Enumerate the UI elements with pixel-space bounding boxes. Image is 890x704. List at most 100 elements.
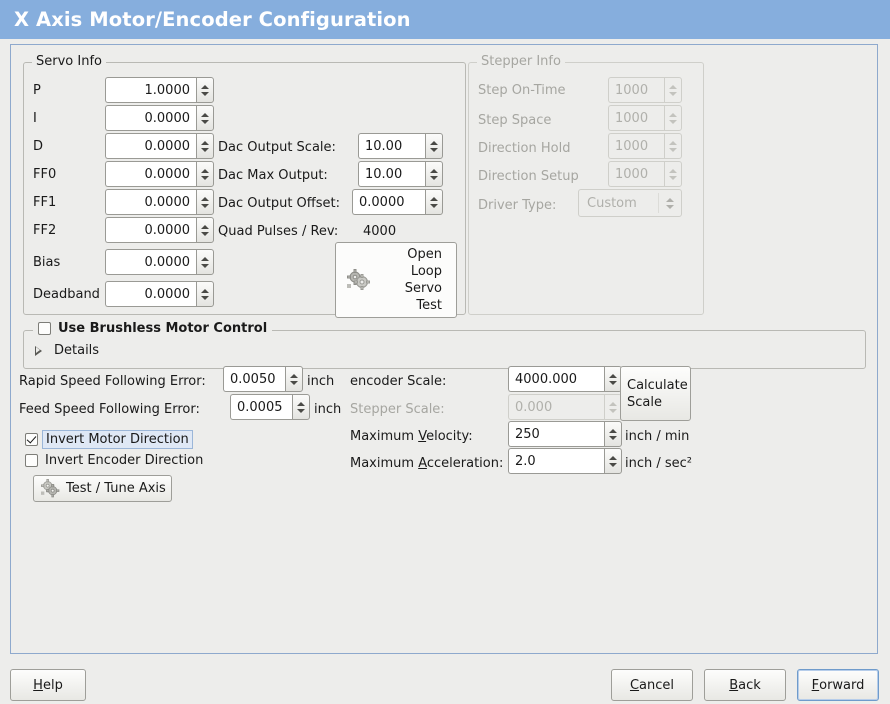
spin-dac-max-output-value[interactable]: 10.00 (358, 161, 425, 187)
spin-i[interactable]: 0.0000 (105, 105, 214, 131)
spin-ff0-stepper[interactable] (196, 161, 214, 187)
spin-d-stepper[interactable] (196, 133, 214, 159)
spin-maximum-acceleration-value[interactable]: 2.0 (508, 448, 604, 474)
spin-ff1-value[interactable]: 0.0000 (105, 189, 196, 215)
spin-maximum-velocity[interactable]: 250 (508, 421, 622, 447)
spin-ff2-stepper[interactable] (196, 217, 214, 243)
spin-stepper-scale-value[interactable]: 0.000 (508, 394, 604, 420)
spin-ff0[interactable]: 0.0000 (105, 161, 214, 187)
details-expander[interactable]: Details (35, 343, 99, 358)
invert-encoder-direction-checkbox[interactable]: Invert Encoder Direction (25, 453, 203, 468)
spin-dac-output-offset-stepper[interactable] (425, 189, 443, 215)
spin-d[interactable]: 0.0000 (105, 133, 214, 159)
calculate-scale-button[interactable]: Calculate Scale (620, 366, 691, 421)
spin-i-value[interactable]: 0.0000 (105, 105, 196, 131)
spin-deadband[interactable]: 0.0000 (105, 281, 214, 307)
spin-rapid-following-error-value[interactable]: 0.0050 (223, 366, 285, 392)
invert-motor-checkbox-box[interactable] (25, 433, 38, 446)
unit-feed-following-error: inch (314, 402, 342, 417)
spin-encoder-scale[interactable]: 4000.000 (508, 366, 622, 392)
label-maximum-acceleration: Maximum Acceleration: (350, 456, 503, 471)
spin-ff2-value[interactable]: 0.0000 (105, 217, 196, 243)
invert-encoder-checkbox-box[interactable] (25, 454, 38, 467)
spin-direction-setup-stepper[interactable] (664, 161, 682, 187)
cancel-label-mnemonic: C (629, 677, 640, 693)
spin-direction-hold-value[interactable]: 1000 (608, 133, 664, 159)
spin-stepper-scale[interactable]: 0.000 (508, 394, 622, 420)
spin-maximum-acceleration[interactable]: 2.0 (508, 448, 622, 474)
label-step-space: Step Space (478, 113, 552, 128)
brushless-motor-frame (23, 330, 866, 369)
spin-ff0-value[interactable]: 0.0000 (105, 161, 196, 187)
spin-step-on-time[interactable]: 1000 (608, 77, 682, 103)
brushless-checkbox-box[interactable] (38, 322, 51, 335)
invert-motor-direction-checkbox[interactable]: Invert Motor Direction (25, 430, 193, 449)
spin-direction-hold-stepper[interactable] (664, 133, 682, 159)
spin-ff1[interactable]: 0.0000 (105, 189, 214, 215)
spin-bias-value[interactable]: 0.0000 (105, 249, 196, 275)
use-brushless-motor-control-checkbox[interactable]: Use Brushless Motor Control (33, 321, 273, 336)
spin-dac-output-offset-value[interactable]: 0.0000 (352, 189, 425, 215)
spin-deadband-value[interactable]: 0.0000 (105, 281, 196, 307)
spin-step-space[interactable]: 1000 (608, 105, 682, 131)
max-accel-label-mnemonic: A (418, 456, 427, 471)
spin-p-stepper[interactable] (196, 77, 214, 103)
open-loop-servo-test-label: Open Loop Servo Test (405, 246, 442, 314)
spin-direction-hold[interactable]: 1000 (608, 133, 682, 159)
gears-icon (346, 268, 372, 292)
label-feed-speed-following-error: Feed Speed Following Error: (19, 402, 200, 417)
open-loop-servo-test-button[interactable]: Open Loop Servo Test (335, 242, 457, 318)
unit-rapid-following-error: inch (307, 374, 335, 389)
spin-i-stepper[interactable] (196, 105, 214, 131)
spin-dac-max-output-stepper[interactable] (425, 161, 443, 187)
spin-ff2[interactable]: 0.0000 (105, 217, 214, 243)
spin-dac-max-output[interactable]: 10.00 (358, 161, 443, 187)
spin-deadband-stepper[interactable] (196, 281, 214, 307)
spin-ff1-stepper[interactable] (196, 189, 214, 215)
spin-step-space-value[interactable]: 1000 (608, 105, 664, 131)
spin-p[interactable]: 1.0000 (105, 77, 214, 103)
label-deadband: Deadband (33, 287, 100, 302)
spin-feed-following-error-stepper[interactable] (292, 394, 310, 420)
spin-dac-output-scale-value[interactable]: 10.00 (358, 133, 425, 159)
test-tune-axis-label: Test / Tune Axis (66, 481, 166, 496)
label-dac-output-offset: Dac Output Offset: (218, 196, 340, 211)
spin-direction-setup-value[interactable]: 1000 (608, 161, 664, 187)
content-panel: Servo Info P I D FF0 FF1 FF2 Bias Deadba… (10, 44, 878, 654)
spin-maximum-velocity-stepper[interactable] (604, 421, 622, 447)
chevron-updown-icon (659, 197, 681, 209)
spin-feed-speed-following-error[interactable]: 0.0005 (230, 394, 310, 420)
spin-dac-output-scale[interactable]: 10.00 (358, 133, 443, 159)
spin-step-on-time-stepper[interactable] (664, 77, 682, 103)
label-bias: Bias (33, 255, 61, 270)
spin-dac-output-offset[interactable]: 0.0000 (352, 189, 443, 215)
label-driver-type: Driver Type: (478, 198, 557, 213)
servo-info-frame: Servo Info (23, 54, 466, 315)
test-tune-axis-button[interactable]: Test / Tune Axis (33, 475, 172, 502)
help-label-post: elp (42, 677, 63, 693)
spin-encoder-scale-value[interactable]: 4000.000 (508, 366, 604, 392)
spin-encoder-scale-stepper[interactable] (604, 366, 622, 392)
spin-rapid-following-error-stepper[interactable] (285, 366, 303, 392)
spin-feed-following-error-value[interactable]: 0.0005 (230, 394, 292, 420)
calculate-scale-line-2: Scale (627, 394, 662, 410)
spin-direction-setup[interactable]: 1000 (608, 161, 682, 187)
spin-step-on-time-value[interactable]: 1000 (608, 77, 664, 103)
driver-type-combo[interactable]: Custom (578, 189, 682, 217)
max-velocity-label-mnemonic: V (418, 429, 427, 444)
spin-bias[interactable]: 0.0000 (105, 249, 214, 275)
gears-icon (40, 478, 62, 499)
forward-label-post: orward (819, 677, 865, 693)
spin-dac-output-scale-stepper[interactable] (425, 133, 443, 159)
spin-maximum-acceleration-stepper[interactable] (604, 448, 622, 474)
spin-bias-stepper[interactable] (196, 249, 214, 275)
spin-rapid-speed-following-error[interactable]: 0.0050 (223, 366, 303, 392)
spin-step-space-stepper[interactable] (664, 105, 682, 131)
spin-d-value[interactable]: 0.0000 (105, 133, 196, 159)
spin-maximum-velocity-value[interactable]: 250 (508, 421, 604, 447)
spin-p-value[interactable]: 1.0000 (105, 77, 196, 103)
